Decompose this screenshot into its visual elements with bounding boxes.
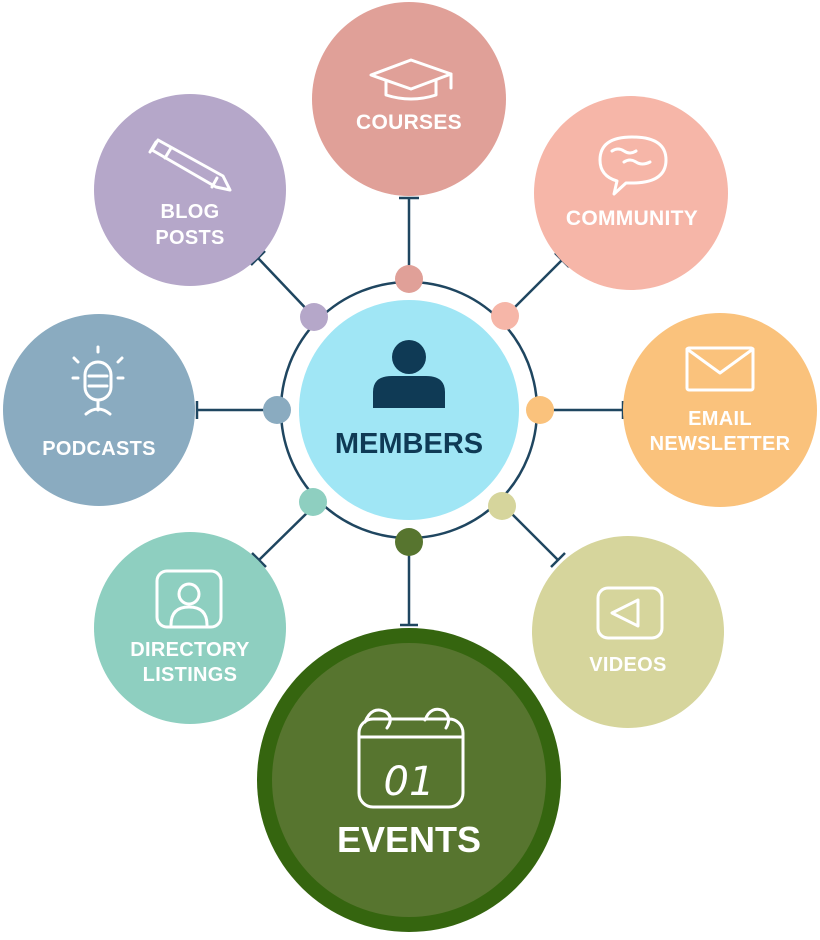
graduation-cap-icon [369, 58, 453, 101]
node-email-newsletter-circle [623, 313, 817, 507]
dot-courses [395, 265, 423, 293]
node-blog-posts-circle [94, 94, 286, 286]
node-events[interactable]: 01 EVENTS [257, 628, 561, 932]
node-courses-label-line-1: COURSES [356, 111, 462, 134]
envelope-icon [685, 346, 755, 392]
node-community-label-line-1: COMMUNITY [566, 207, 698, 230]
node-events-label-line-1: EVENTS [337, 819, 481, 860]
node-podcasts-label-line-1: PODCASTS [42, 438, 156, 460]
calendar-icon [357, 707, 465, 809]
hub-label: MEMBERS [335, 428, 483, 460]
node-community-circle [534, 96, 728, 290]
ring-dots [263, 265, 554, 556]
speech-bubble-icon [598, 135, 668, 196]
connector-blog-posts [257, 257, 314, 317]
connector-videos-cap [550, 552, 566, 568]
dot-podcasts [263, 396, 291, 424]
node-email-newsletter-label-line-2: NEWSLETTER [650, 433, 791, 455]
node-videos-label-line-1: VIDEOS [589, 654, 666, 676]
connector-community [506, 259, 563, 316]
hub-circle [299, 300, 519, 520]
connectors [195, 196, 625, 627]
node-email-newsletter[interactable]: EMAIL NEWSLETTER [623, 313, 817, 507]
node-email-newsletter-label-line-1: EMAIL [688, 408, 752, 430]
dot-events [395, 528, 423, 556]
node-blog-posts-label-line-2: POSTS [155, 227, 224, 249]
profile-card-icon [155, 569, 223, 629]
pencil-icon [148, 138, 232, 192]
dot-email-newsletter [526, 396, 554, 424]
dot-videos [488, 492, 516, 520]
node-podcasts[interactable]: PODCASTS [3, 314, 195, 506]
dot-community [491, 302, 519, 330]
node-videos-circle [532, 536, 724, 728]
node-community[interactable]: COMMUNITY [534, 96, 728, 290]
microphone-icon [71, 345, 125, 416]
node-directory-listings[interactable]: DIRECTORY LISTINGS [94, 532, 286, 724]
connector-directory-listings-cap [251, 552, 267, 568]
node-events-circle [272, 643, 546, 917]
connector-blog-posts-cap [250, 250, 266, 266]
user-icon [373, 340, 445, 408]
node-blog-posts[interactable]: BLOG POSTS [94, 94, 286, 286]
members-hub[interactable]: MEMBERS [279, 280, 539, 540]
play-icon [596, 586, 664, 640]
dot-directory-listings [299, 488, 327, 516]
dot-blog-posts [300, 303, 328, 331]
node-courses[interactable]: COURSES [312, 2, 506, 196]
node-directory-listings-label-line-2: LISTINGS [143, 664, 238, 686]
node-directory-listings-label-line-1: DIRECTORY [130, 639, 250, 661]
calendar-day-number: 01 [384, 759, 435, 805]
connector-videos [504, 506, 559, 561]
connector-directory-listings [258, 506, 314, 561]
node-blog-posts-label-line-1: BLOG [161, 201, 220, 223]
node-videos[interactable]: VIDEOS [532, 536, 724, 728]
